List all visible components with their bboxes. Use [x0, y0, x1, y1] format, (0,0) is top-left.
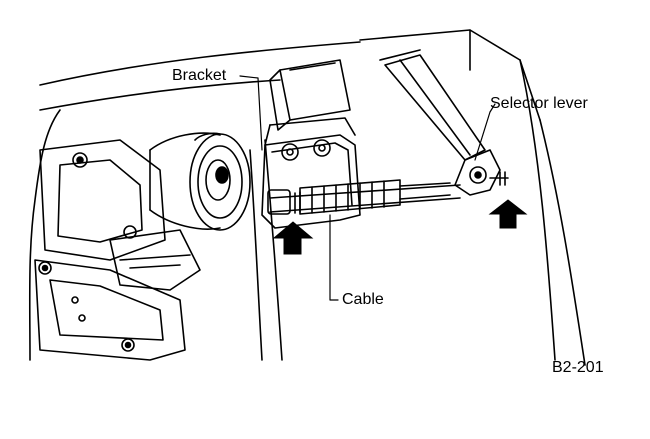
bracket-plate: [261, 117, 361, 229]
body-panel-lines: [28, 29, 586, 366]
selector-lever-leader: [474, 103, 496, 161]
upper-bracket-box: [269, 59, 351, 131]
cable-leader: [329, 214, 339, 301]
leader-lines: [239, 75, 496, 301]
left-mount-plate: [39, 139, 201, 291]
arrow-icon: [272, 221, 314, 255]
arrow-icon: [488, 199, 528, 229]
drum-assembly: [149, 132, 251, 231]
cable-label: Cable: [342, 291, 384, 308]
cable-assembly: [267, 184, 461, 215]
cable-bellows: [299, 179, 451, 215]
selector-lever-label: Selector lever: [490, 95, 588, 112]
bracket-leader: [239, 75, 263, 151]
figure-code: B2-201: [552, 359, 604, 376]
selector-lever-arm: [379, 49, 509, 196]
lower-left-bracket: [34, 259, 186, 361]
bracket-label: Bracket: [172, 67, 227, 84]
